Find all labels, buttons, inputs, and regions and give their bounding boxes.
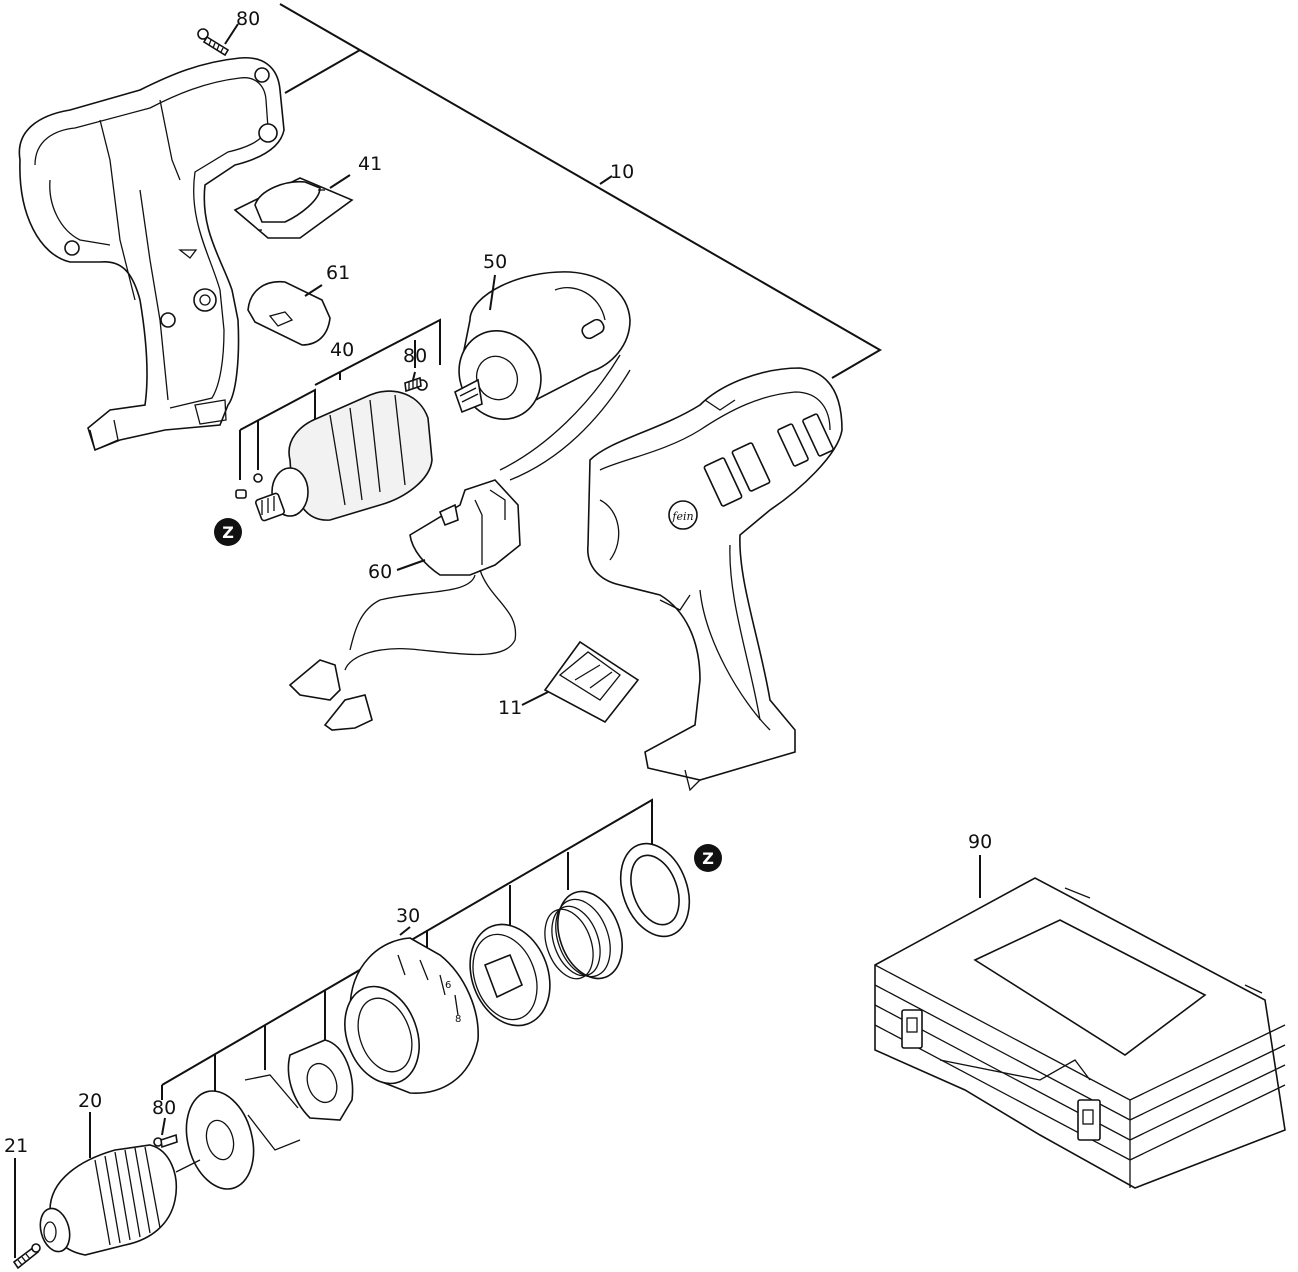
motor-50 (454, 271, 631, 481)
switch-cover-41 (233, 177, 354, 239)
label-80-bottom: 80 (152, 1097, 176, 1119)
label-41: 41 (358, 153, 382, 175)
trigger-switch-60 (288, 479, 521, 731)
label-80-top: 80 (236, 8, 260, 30)
label-21: 21 (4, 1135, 28, 1157)
label-90: 90 (968, 831, 992, 853)
label-50: 50 (483, 251, 507, 273)
label-10: 10 (610, 161, 634, 183)
z-marker-left-label: Z (222, 523, 234, 542)
housing-right-half: fein (587, 367, 843, 792)
z-marker-right: Z (694, 844, 722, 872)
z-marker-left: Z (214, 518, 242, 546)
screw-80-bottom (153, 1133, 178, 1149)
drill-chuck-20 (39, 1144, 201, 1256)
svg-text:8: 8 (455, 1014, 461, 1025)
label-61: 61 (326, 262, 350, 284)
svg-text:6: 6 (445, 980, 451, 991)
label-40: 40 (330, 339, 354, 361)
z-marker-right-label: Z (702, 849, 714, 868)
latch-11 (543, 640, 640, 724)
slider-61 (247, 281, 331, 346)
screw-21 (12, 1243, 41, 1270)
label-20: 20 (78, 1090, 102, 1112)
label-30: 30 (396, 905, 420, 927)
gear-unit-40 (235, 376, 433, 522)
housing-left-half (18, 56, 285, 452)
label-80-mid: 80 (403, 345, 427, 367)
carry-case-90 (874, 877, 1286, 1189)
screw-80-top (197, 28, 230, 57)
fein-logo: fein (671, 510, 693, 523)
label-60: 60 (368, 561, 392, 583)
label-11: 11 (498, 697, 522, 719)
clutch-assembly-30: 6 8 (185, 842, 691, 1190)
